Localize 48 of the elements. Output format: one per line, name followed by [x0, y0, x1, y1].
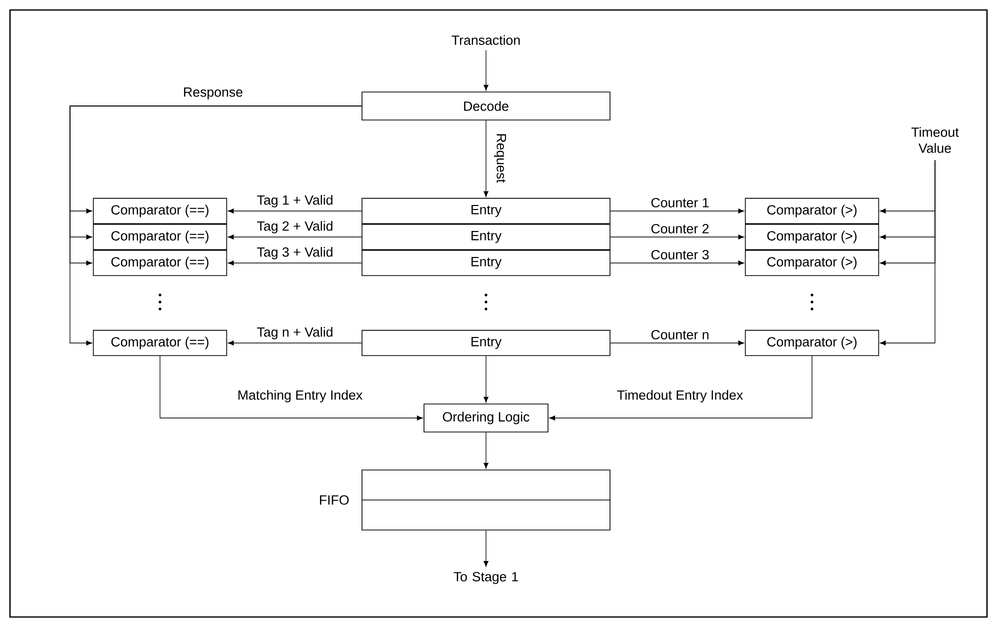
- arrow: [880, 160, 936, 346]
- comparator-box: Comparator (==): [92, 250, 228, 276]
- arrow: [484, 530, 488, 567]
- edge-label: Request: [494, 134, 506, 183]
- comparator-box: Comparator (>): [744, 224, 880, 250]
- edge-label: Counter 3: [651, 250, 709, 260]
- entry-box: Entry: [362, 224, 610, 250]
- edge-label: Counter 2: [651, 224, 709, 234]
- edge-label: Counter 1: [651, 198, 709, 208]
- arrow: [160, 356, 423, 420]
- edge-label: Response: [184, 87, 242, 100]
- comparator-box: Comparator (==): [92, 198, 228, 224]
- arrow: [610, 340, 744, 346]
- input-label: Transaction: [452, 35, 520, 45]
- entry-box: Entry: [362, 198, 610, 224]
- arrow: [228, 208, 362, 214]
- arrow: [228, 260, 362, 266]
- arrow: [610, 234, 744, 240]
- edge-label: Tag 3 + Valid: [257, 246, 332, 260]
- arrow: [484, 432, 488, 469]
- entry-box: Entry: [362, 330, 610, 356]
- input-label: Timeout Value: [911, 127, 959, 153]
- edge-label: Tag 2 + Valid: [257, 220, 332, 234]
- arrow: [228, 340, 362, 346]
- comparator-box: Comparator (>): [744, 330, 880, 356]
- arrow: [484, 356, 488, 403]
- arrow: [484, 120, 488, 197]
- comparator-box: Comparator (>): [744, 198, 880, 224]
- comparator-box: Comparator (==): [92, 224, 228, 250]
- entry-box: Entry: [362, 250, 610, 276]
- arrow: [549, 356, 812, 420]
- arrow: [610, 208, 744, 214]
- comparator-box: Comparator (==): [92, 330, 228, 356]
- edge-label: Timedout Entry Index: [617, 390, 743, 402]
- arrow: [610, 260, 744, 266]
- arrow: [484, 50, 488, 91]
- arrow: [228, 234, 362, 240]
- comparator-box: Comparator (>): [744, 250, 880, 276]
- side-label: FIFO: [320, 495, 349, 505]
- edge-label: Tag 1 + Valid: [257, 194, 332, 208]
- edge-label: Tag n + Valid: [257, 326, 332, 340]
- process-box: Ordering Logic: [424, 404, 548, 432]
- edge-label: Counter n: [651, 330, 708, 340]
- output-label: To Stage 1: [454, 572, 518, 584]
- arrow: [70, 106, 362, 346]
- process-box: Decode: [362, 92, 610, 120]
- fifo-box: [361, 470, 611, 530]
- edge-label: Matching Entry Index: [238, 390, 362, 402]
